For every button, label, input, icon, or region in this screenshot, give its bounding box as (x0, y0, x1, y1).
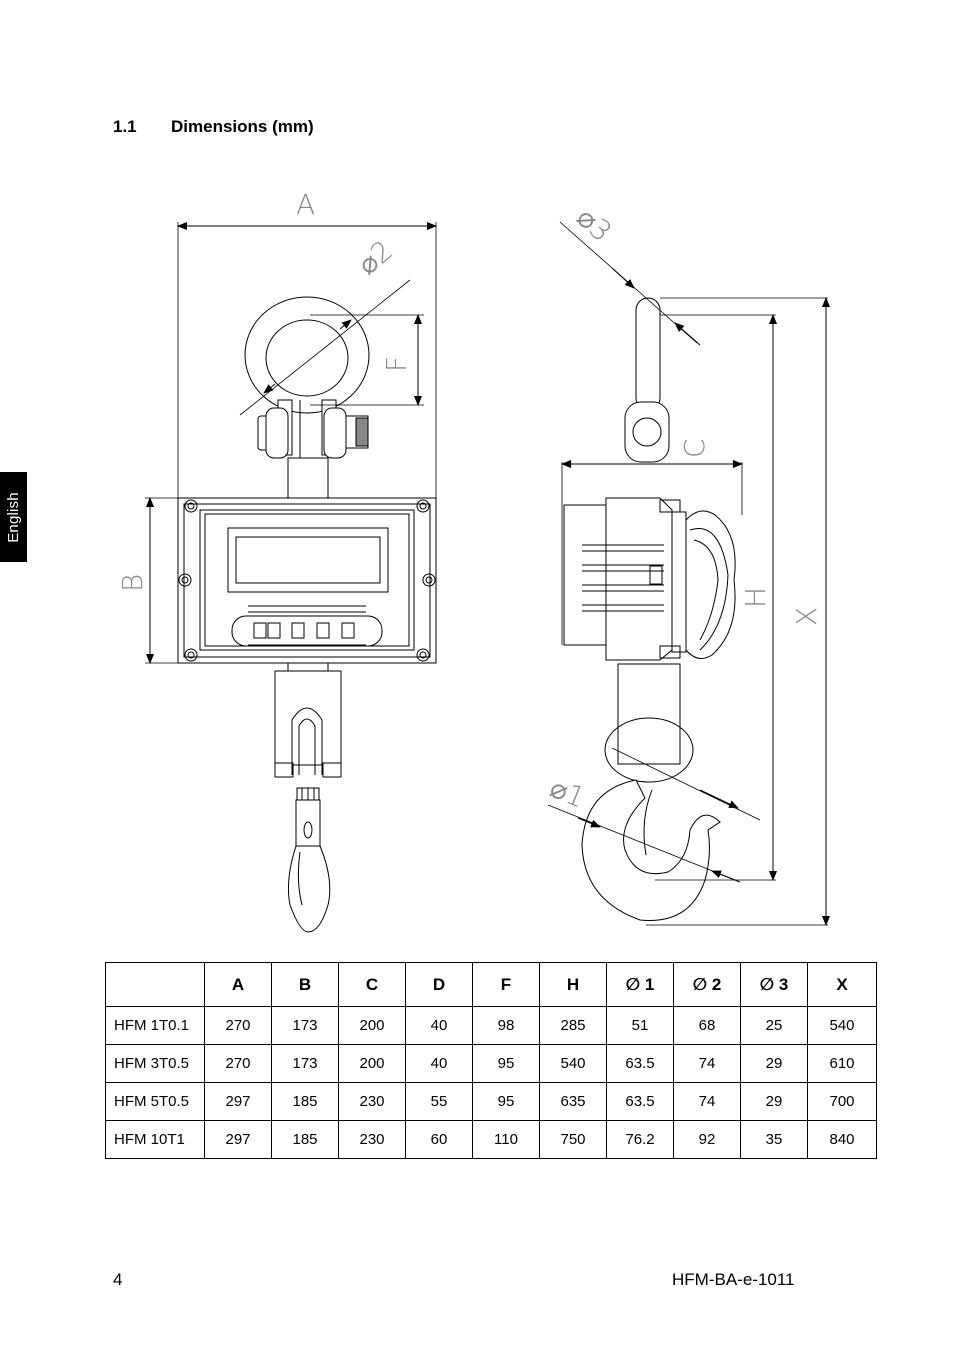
label-a: A (296, 188, 315, 221)
table-cell: 92 (673, 1120, 741, 1159)
table-row: HFM 1T0.1 270 173 200 40 98 285 51 68 25… (105, 1006, 877, 1045)
table-cell: 40 (405, 1006, 473, 1045)
label-d3: ⌀3 (570, 201, 618, 249)
table-cell: 173 (271, 1044, 339, 1083)
header-cell: B (271, 962, 339, 1007)
table-cell: 230 (338, 1120, 406, 1159)
model-cell: HFM 3T0.5 (105, 1044, 205, 1083)
table-cell: 185 (271, 1120, 339, 1159)
model-cell: HFM 1T0.1 (105, 1006, 205, 1045)
table-cell: 29 (740, 1044, 808, 1083)
header-cell: ∅ 1 (606, 962, 674, 1007)
table-cell: 68 (673, 1006, 741, 1045)
language-tab: English (0, 472, 27, 562)
table-cell: 173 (271, 1006, 339, 1045)
section-number: 1.1 (113, 117, 137, 136)
table-cell: 25 (740, 1006, 808, 1045)
table-cell: 610 (807, 1044, 877, 1083)
document-id: HFM-BA-e-1011 (672, 1270, 795, 1289)
table-cell: 29 (740, 1082, 808, 1121)
table-cell: 185 (271, 1082, 339, 1121)
table-cell: 110 (472, 1120, 540, 1159)
label-d2: ⌀2 (351, 234, 399, 282)
table-cell: 270 (204, 1006, 272, 1045)
header-cell: C (338, 962, 406, 1007)
table-cell: 270 (204, 1044, 272, 1083)
table-cell: 35 (740, 1120, 808, 1159)
header-cell: H (539, 962, 607, 1007)
table-cell: 200 (338, 1006, 406, 1045)
label-d1: ⌀1 (545, 771, 590, 815)
header-cell (105, 962, 205, 1007)
table-cell: 635 (539, 1082, 607, 1121)
language-tab-label: English (5, 491, 23, 543)
table-cell: 63.5 (606, 1082, 674, 1121)
table-cell: 76.2 (606, 1120, 674, 1159)
label-f: F (380, 356, 413, 372)
table-cell: 230 (338, 1082, 406, 1121)
label-h: H (739, 587, 772, 608)
label-x: X (790, 607, 823, 626)
header-cell: ∅ 2 (673, 962, 741, 1007)
table-cell: 51 (606, 1006, 674, 1045)
table-cell: 200 (338, 1044, 406, 1083)
table-cell: 55 (405, 1082, 473, 1121)
model-cell: HFM 5T0.5 (105, 1082, 205, 1121)
label-c: C (678, 438, 711, 458)
table-cell: 297 (204, 1082, 272, 1121)
table-cell: 60 (405, 1120, 473, 1159)
table-cell: 540 (807, 1006, 877, 1045)
table-cell: 40 (405, 1044, 473, 1083)
header-cell: A (204, 962, 272, 1007)
header-cell: D (405, 962, 473, 1007)
header-cell: X (807, 962, 877, 1007)
side-view (547, 221, 830, 926)
table-row: HFM 3T0.5 270 173 200 40 95 540 63.5 74 … (105, 1044, 877, 1083)
header-cell: ∅ 3 (740, 962, 808, 1007)
dimension-drawing: A B F C H X ⌀2 ⌀3 ⌀1 (116, 188, 830, 933)
page-number: 4 (113, 1270, 123, 1289)
section-title: Dimensions (mm) (171, 117, 314, 136)
table-cell: 297 (204, 1120, 272, 1159)
table-cell: 285 (539, 1006, 607, 1045)
front-view (145, 222, 437, 933)
label-b: B (116, 574, 149, 592)
section-heading: 1.1 Dimensions (mm) (113, 117, 314, 137)
header-cell: F (472, 962, 540, 1007)
table-row: HFM 10T1 297 185 230 60 110 750 76.2 92 … (105, 1120, 877, 1159)
table-cell: 840 (807, 1120, 877, 1159)
table-cell: 63.5 (606, 1044, 674, 1083)
table-cell: 74 (673, 1082, 741, 1121)
model-cell: HFM 10T1 (105, 1120, 205, 1159)
table-cell: 750 (539, 1120, 607, 1159)
table-header-row: A B C D F H ∅ 1 ∅ 2 ∅ 3 X (105, 962, 877, 1007)
table-cell: 540 (539, 1044, 607, 1083)
table-cell: 74 (673, 1044, 741, 1083)
table-cell: 95 (472, 1082, 540, 1121)
table-cell: 95 (472, 1044, 540, 1083)
table-cell: 700 (807, 1082, 877, 1121)
dimensions-table: A B C D F H ∅ 1 ∅ 2 ∅ 3 X HFM 1T0.1 270 … (105, 962, 877, 1159)
table-cell: 98 (472, 1006, 540, 1045)
table-row: HFM 5T0.5 297 185 230 55 95 635 63.5 74 … (105, 1082, 877, 1121)
